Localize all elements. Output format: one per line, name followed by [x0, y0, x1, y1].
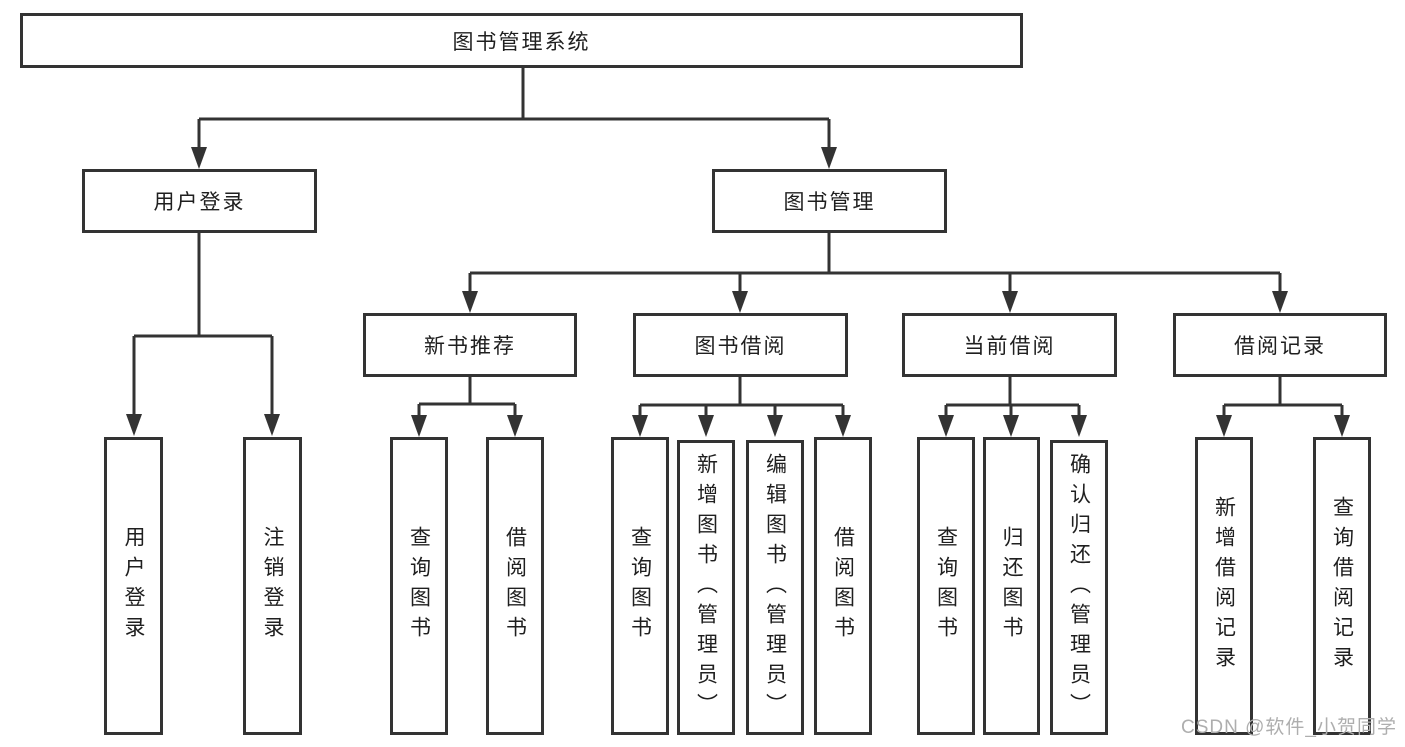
leaf-label: 用户登录 — [122, 526, 145, 646]
csdn-watermark: CSDN @软件_小贺同学 — [1181, 717, 1397, 738]
leaf-label: 借阅图书 — [503, 526, 527, 646]
leaf-label: 确认归还（管理员） — [1067, 452, 1091, 723]
arrowheads — [126, 147, 1350, 437]
leaf-query-book: 查询图书 — [390, 437, 448, 735]
node-user-login: 用户登录 — [82, 169, 317, 233]
leaf-borrow-book: 借阅图书 — [486, 437, 544, 735]
leaf-query-borrow-record: 查询借阅记录 — [1313, 437, 1371, 735]
node-book-borrow: 图书借阅 — [633, 313, 848, 377]
leaf-logout: 注销登录 — [243, 437, 302, 735]
leaf-label: 查询图书 — [407, 526, 431, 646]
leaf-label: 查询借阅记录 — [1330, 496, 1354, 676]
leaf-return-book: 归还图书 — [983, 437, 1040, 735]
leaf-edit-book-admin: 编辑图书（管理员） — [746, 440, 804, 735]
leaf-label: 新增图书（管理员） — [694, 452, 718, 723]
leaf-confirm-return-admin: 确认归还（管理员） — [1050, 440, 1108, 735]
leaf-query-book: 查询图书 — [917, 437, 975, 735]
leaf-label: 注销登录 — [261, 526, 284, 646]
leaf-label: 查询图书 — [934, 526, 958, 646]
leaf-label: 借阅图书 — [831, 526, 855, 646]
leaf-label: 编辑图书（管理员） — [763, 452, 787, 723]
leaf-query-book: 查询图书 — [611, 437, 669, 735]
node-root-system: 图书管理系统 — [20, 13, 1023, 68]
node-book-management: 图书管理 — [712, 169, 947, 233]
leaf-label: 归还图书 — [1000, 526, 1023, 646]
leaf-user-login: 用户登录 — [104, 437, 163, 735]
node-borrow-records: 借阅记录 — [1173, 313, 1387, 377]
node-current-borrow: 当前借阅 — [902, 313, 1117, 377]
leaf-borrow-book: 借阅图书 — [814, 437, 872, 735]
leaf-label: 新增借阅记录 — [1212, 496, 1236, 676]
leaf-add-borrow-record: 新增借阅记录 — [1195, 437, 1253, 735]
leaf-label: 查询图书 — [628, 526, 652, 646]
leaf-add-book-admin: 新增图书（管理员） — [677, 440, 735, 735]
node-new-book-recommend: 新书推荐 — [363, 313, 577, 377]
